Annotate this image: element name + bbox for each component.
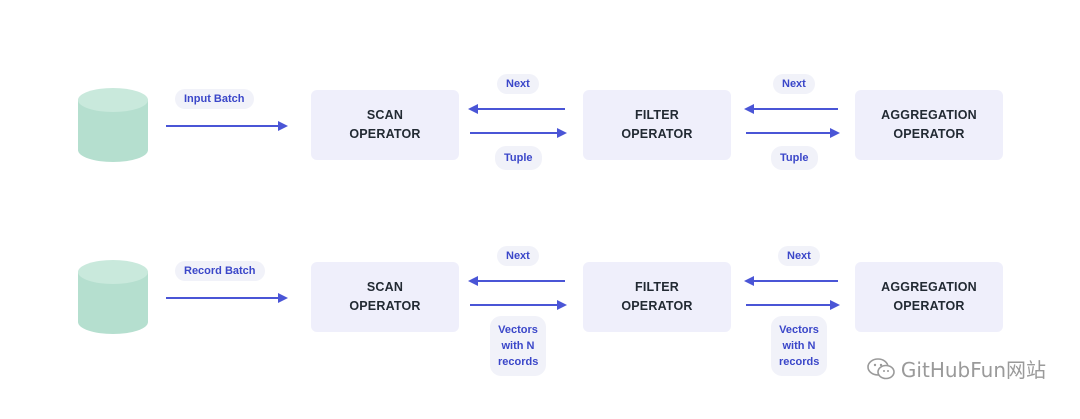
operator-type: OPERATOR bbox=[349, 127, 421, 141]
flow-arrows bbox=[166, 104, 840, 138]
database-cylinder-icon bbox=[78, 88, 148, 162]
scan-operator: SCAN OPERATOR bbox=[311, 90, 459, 160]
next-label: Next bbox=[497, 74, 539, 94]
source-label: Record Batch bbox=[175, 261, 265, 281]
operator-type: OPERATOR bbox=[893, 299, 965, 313]
watermark: GitHubFun网站 bbox=[867, 354, 1046, 383]
operator-name: FILTER bbox=[634, 280, 680, 294]
operator-type: OPERATOR bbox=[349, 299, 421, 313]
operator-type: OPERATOR bbox=[893, 127, 965, 141]
aggregation-operator: AGGREGATION OPERATOR bbox=[855, 90, 1003, 160]
next-label: Next bbox=[497, 246, 539, 266]
aggregation-operator: AGGREGATION OPERATOR bbox=[855, 262, 1003, 332]
watermark-text: GitHubFun网站 bbox=[900, 358, 1046, 382]
filter-operator: FILTER OPERATOR bbox=[583, 90, 731, 160]
operator-name: FILTER bbox=[634, 108, 680, 122]
operator-name: AGGREGATION bbox=[881, 108, 977, 122]
pipeline-row-tuple: Input Batch SCAN OPERATOR FILTER OPERATO… bbox=[78, 74, 1003, 170]
return-label: Tuple bbox=[771, 146, 818, 170]
operator-type: OPERATOR bbox=[621, 299, 693, 313]
operator-name: AGGREGATION bbox=[881, 280, 977, 294]
next-label: Next bbox=[778, 246, 820, 266]
wechat-icon bbox=[867, 357, 895, 379]
operator-name: SCAN bbox=[366, 280, 404, 294]
source-label: Input Batch bbox=[175, 89, 254, 109]
operator-name: SCAN bbox=[366, 108, 404, 122]
return-label: Vectors with N records bbox=[490, 316, 546, 376]
operator-type: OPERATOR bbox=[621, 127, 693, 141]
database-cylinder-icon bbox=[78, 260, 148, 334]
return-label: Vectors with N records bbox=[771, 316, 827, 376]
scan-operator: SCAN OPERATOR bbox=[311, 262, 459, 332]
next-label: Next bbox=[773, 74, 815, 94]
filter-operator: FILTER OPERATOR bbox=[583, 262, 731, 332]
return-label: Tuple bbox=[495, 146, 542, 170]
